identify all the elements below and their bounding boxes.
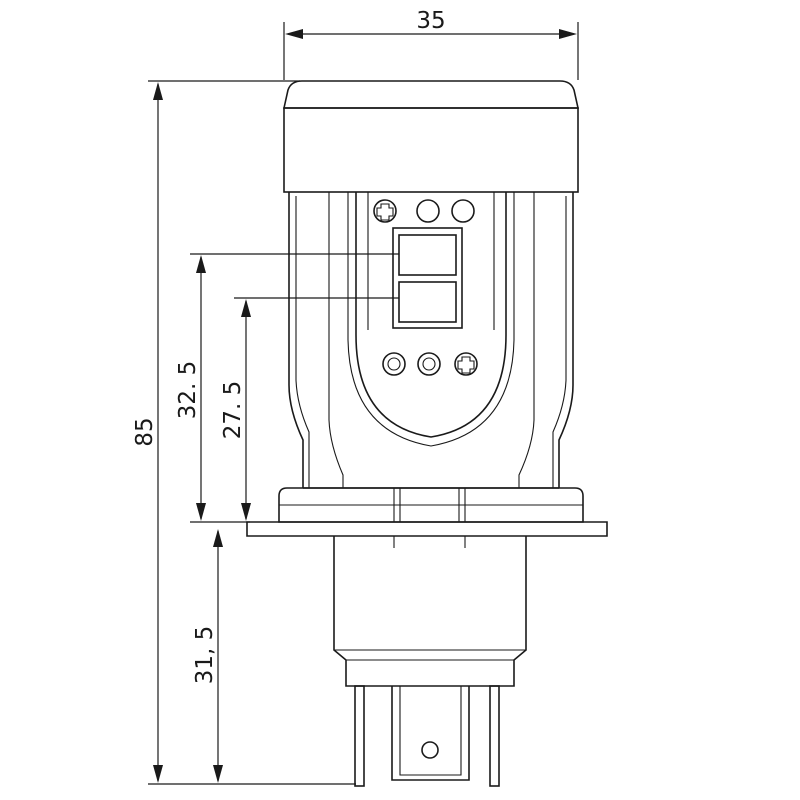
dimension-upper-chip: 32. 5 [175, 253, 399, 523]
dimension-lower-chip-label: 27. 5 [220, 381, 246, 440]
arrow-right-icon [559, 29, 577, 39]
arrow-down-icon [196, 503, 206, 521]
dimension-base: 31, 5 [192, 529, 223, 783]
arrow-up-icon [153, 82, 163, 100]
dimension-overall-height-label: 85 [132, 417, 158, 446]
bulb-flange [246, 521, 608, 537]
chip-board [355, 192, 507, 438]
dimension-lower-chip: 27. 5 [220, 297, 399, 521]
led-chip-frame [392, 227, 463, 329]
bulb-top-cap [283, 80, 579, 109]
bulb-terminals [354, 685, 500, 787]
dimension-overall-height: 85 [132, 80, 356, 785]
screw-icon [373, 199, 397, 223]
arrow-left-icon [285, 29, 303, 39]
screw-icon [454, 352, 478, 376]
led-chip-upper [398, 234, 457, 276]
bulb-body [246, 80, 608, 787]
mount-hole [382, 352, 406, 376]
dimension-width: 35 [283, 8, 579, 80]
bulb-collar [278, 487, 584, 523]
dimension-upper-chip-label: 32. 5 [175, 361, 201, 420]
arrow-down-icon [153, 765, 163, 783]
arrow-down-icon [241, 503, 251, 521]
led-chip-lower [398, 281, 457, 323]
bulb-base [333, 536, 527, 687]
mount-hole [416, 199, 440, 223]
arrow-up-icon [241, 299, 251, 317]
arrow-down-icon [213, 765, 223, 783]
dimension-base-label: 31, 5 [192, 626, 218, 685]
mount-hole [451, 199, 475, 223]
dimension-width-label: 35 [416, 8, 445, 34]
arrow-up-icon [213, 529, 223, 547]
arrow-up-icon [196, 255, 206, 273]
bulb-side-fins [288, 192, 574, 488]
bulb-upper-block [283, 107, 579, 193]
mount-hole [417, 352, 441, 376]
